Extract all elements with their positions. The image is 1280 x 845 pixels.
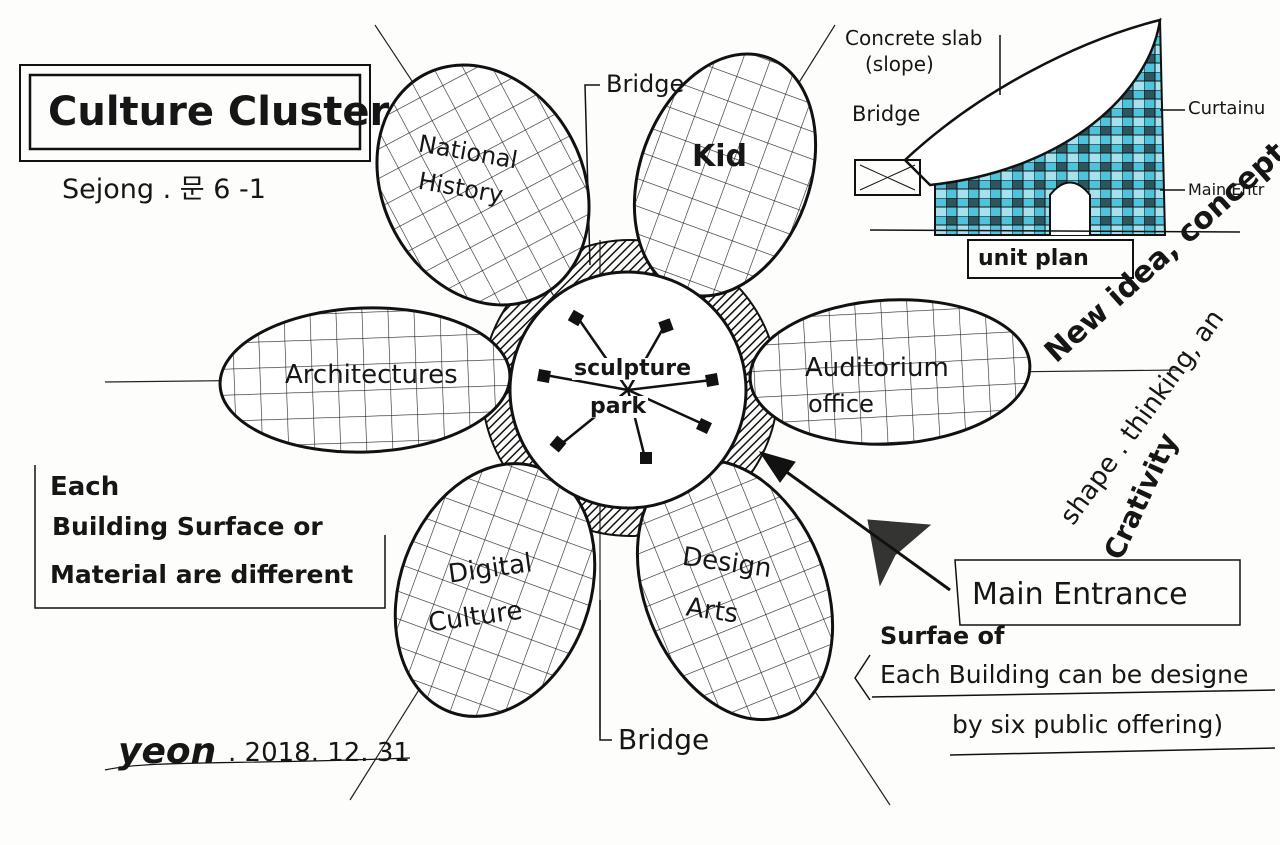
petal-design-arts: [635, 458, 835, 722]
petal-auditorium-office: [748, 298, 1032, 446]
main-entrance-box: [954, 559, 1241, 626]
petal-kid: [632, 52, 818, 298]
label-kid: Kid: [692, 139, 748, 174]
label-bridge-top: Bridge: [606, 70, 685, 98]
label-office: office: [808, 390, 874, 418]
label-slope: (slope): [865, 52, 934, 76]
label-bridge-bottom: Bridge: [618, 723, 710, 756]
title-box-outer: [19, 64, 371, 162]
surface-note-line-2: Each Building can be designe: [880, 660, 1249, 689]
label-curtain: Curtainu: [1188, 98, 1266, 119]
label-arts: Arts: [684, 592, 741, 630]
page-title: Culture Cluster: [48, 89, 390, 135]
label-sculpture: sculpture: [572, 356, 694, 381]
petal-architectures: [218, 306, 512, 454]
bridge-leaders: [584, 84, 612, 741]
note-box: [34, 465, 386, 609]
label-concrete-slab: Concrete slab: [845, 26, 983, 50]
surface-note-line-3: by six public offering): [952, 710, 1224, 739]
title-box-inner: [28, 73, 362, 151]
surface-note-line-1: Surfae of: [880, 622, 1005, 650]
label-unit-plan: unit plan: [978, 246, 1089, 271]
signature-date: . 2018. 12. 31: [228, 738, 410, 768]
main-entrance-arrow: [758, 451, 951, 592]
petal-digital-culture: [393, 462, 597, 718]
note-line-2: Building Surface or: [52, 512, 323, 541]
note-line-3: Material are different: [50, 560, 354, 589]
label-main-entrance: Main Entrance: [972, 577, 1188, 612]
label-unit-bridge: Bridge: [852, 102, 921, 126]
surface-note-lines: [854, 654, 1276, 756]
label-unit-main-entrance: Main Entr: [1188, 180, 1265, 199]
subtitle: Sejong . 문 6 -1: [62, 174, 266, 205]
signature-line: [104, 757, 411, 771]
label-park: park: [588, 394, 649, 419]
label-architectures: Architectures: [285, 360, 458, 390]
note-line-1: Each: [50, 472, 120, 502]
signature-name: yeon: [118, 731, 217, 772]
petal-national-history: [375, 63, 591, 307]
unit-plan-drawing: [854, 17, 1241, 279]
sculpture-park-circle: [508, 270, 748, 510]
label-auditorium: Auditorium: [805, 353, 949, 383]
